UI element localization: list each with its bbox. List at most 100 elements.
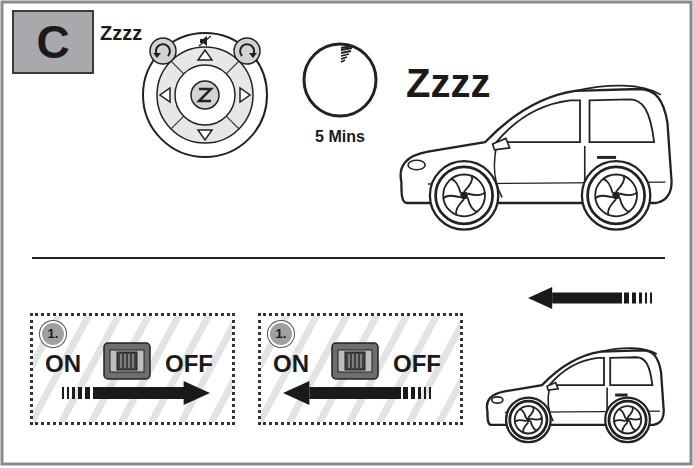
remote-control bbox=[143, 33, 267, 157]
car-window bbox=[496, 100, 580, 142]
rim-spoke bbox=[523, 422, 528, 433]
switch-on-label: ON bbox=[273, 350, 309, 378]
rim-spoke bbox=[622, 422, 627, 433]
direction-arrow bbox=[198, 50, 212, 60]
section-letter-box: C bbox=[12, 10, 94, 74]
center-button bbox=[191, 81, 219, 109]
arrow-stripe bbox=[78, 387, 82, 399]
arrow-stripe bbox=[403, 387, 408, 399]
arrow-stripe bbox=[72, 387, 75, 399]
car-handle bbox=[597, 156, 616, 159]
arrow-head bbox=[184, 381, 210, 405]
car-headlight bbox=[408, 160, 425, 170]
step-number: 1. bbox=[42, 323, 64, 345]
switch-track bbox=[110, 350, 144, 372]
rim-spoke bbox=[443, 190, 461, 205]
stripe bbox=[318, 316, 378, 422]
pad-divider bbox=[226, 61, 239, 74]
direction-arrow bbox=[160, 88, 170, 102]
step-circle: 1. bbox=[268, 321, 294, 347]
rotate-button-body bbox=[234, 38, 260, 64]
section-letter: C bbox=[14, 12, 92, 72]
rim bbox=[614, 406, 641, 433]
arrow-stripe bbox=[645, 293, 647, 304]
slider-ridge bbox=[349, 354, 350, 368]
car-window bbox=[590, 99, 655, 142]
rim-spoke bbox=[595, 190, 613, 205]
pad-divider bbox=[171, 116, 184, 129]
mute-slash bbox=[199, 36, 211, 46]
rotate-icon-head bbox=[249, 53, 257, 58]
stripe bbox=[90, 316, 150, 422]
timer-tick bbox=[341, 54, 349, 56]
rim-spoke bbox=[619, 185, 637, 200]
rim-spoke bbox=[608, 199, 616, 215]
rim-spoke bbox=[531, 413, 543, 423]
rim-spoke bbox=[630, 413, 642, 423]
slider-ridge bbox=[125, 354, 126, 368]
tyre bbox=[510, 401, 547, 438]
timer-dial bbox=[295, 40, 385, 120]
switch-panel: ONOFF1. bbox=[30, 313, 235, 425]
rim-spoke bbox=[627, 421, 639, 431]
rim-spoke bbox=[447, 178, 465, 193]
remote-body bbox=[143, 33, 267, 157]
rotate-button bbox=[234, 38, 260, 64]
rim-spoke bbox=[467, 185, 485, 200]
rim-spoke bbox=[614, 417, 626, 427]
direction-arrow bbox=[240, 88, 250, 102]
switch-housing bbox=[104, 343, 150, 379]
rim-spoke bbox=[456, 199, 464, 215]
car-driving bbox=[487, 348, 664, 442]
arrow-stripe bbox=[67, 387, 69, 399]
car-handle bbox=[615, 394, 627, 397]
remote-pad bbox=[175, 65, 235, 125]
wheel-arch bbox=[605, 398, 650, 443]
rim bbox=[595, 175, 637, 217]
slide-switch bbox=[332, 343, 378, 379]
arrow-stripe bbox=[429, 387, 431, 399]
slide-direction-arrow bbox=[283, 381, 431, 405]
rotate-button bbox=[150, 38, 176, 64]
timer-tick bbox=[341, 48, 352, 50]
divider-line bbox=[32, 257, 665, 259]
slider-ridge bbox=[361, 354, 362, 368]
timer-tick bbox=[341, 60, 345, 62]
rim-spoke bbox=[528, 407, 533, 418]
slider-ridge bbox=[121, 354, 122, 368]
arrow-head bbox=[283, 381, 309, 405]
rotate-icon-head bbox=[153, 53, 161, 58]
car-door-line bbox=[548, 388, 607, 421]
slide-switch bbox=[104, 343, 150, 379]
sleep-label-large: Zzzz bbox=[406, 60, 490, 106]
car-roof-line bbox=[601, 348, 657, 354]
arrow-stripe bbox=[624, 293, 629, 304]
panel-stripes bbox=[261, 316, 460, 422]
timer-tick bbox=[341, 57, 347, 59]
tyre bbox=[436, 167, 493, 224]
arrow-stripe bbox=[639, 293, 642, 304]
rim-spoke bbox=[616, 175, 624, 191]
switch-off-label: OFF bbox=[165, 350, 213, 378]
switch-panel: ON OFF 1. bbox=[258, 313, 463, 425]
switch-off-label: OFF bbox=[393, 350, 441, 378]
hub bbox=[625, 417, 630, 422]
arrow-stripe bbox=[62, 387, 64, 399]
rim bbox=[443, 175, 485, 217]
timer-node: 5 Mins bbox=[295, 40, 391, 155]
stripe bbox=[261, 316, 318, 422]
hub bbox=[612, 192, 620, 200]
rim-spoke bbox=[528, 421, 540, 431]
slider-ridge bbox=[129, 354, 130, 368]
wheel-arch bbox=[506, 398, 551, 443]
arrow-stripe bbox=[424, 387, 426, 399]
switch-slider bbox=[117, 352, 137, 370]
panel-stripes bbox=[33, 316, 232, 422]
rim-spoke bbox=[514, 417, 526, 427]
arrow-shaft bbox=[93, 387, 185, 399]
stripe bbox=[210, 316, 232, 422]
switch-housing bbox=[332, 343, 378, 379]
arrow-shaft bbox=[552, 293, 622, 304]
rim-spoke bbox=[517, 409, 529, 419]
